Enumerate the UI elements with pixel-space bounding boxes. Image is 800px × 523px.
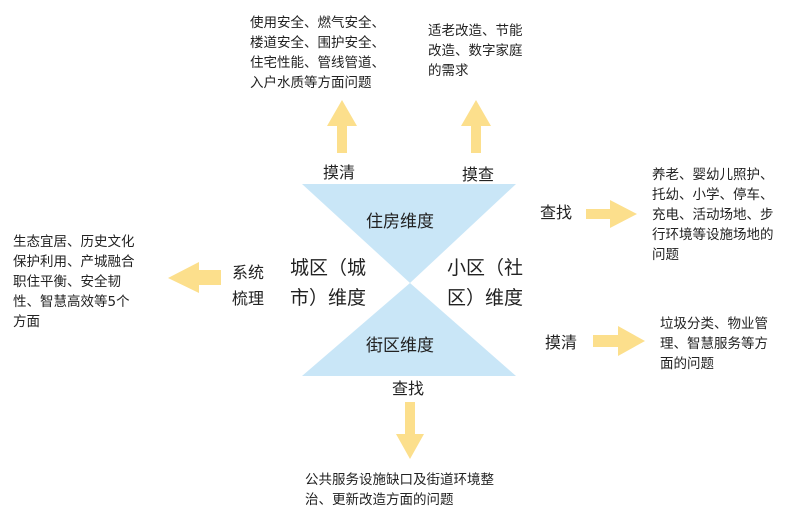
box-top-right-text: 适老改造、节能 改造、数字家庭 的需求 [428, 23, 523, 79]
top-triangle-label: 住房维度 [366, 212, 434, 232]
box-right-top-text: 养老、婴幼儿照护、 托幼、小学、停车、 充电、活动场地、步 行环境等设施场地的 … [652, 167, 774, 263]
hourglass-bottom-triangle [302, 283, 516, 376]
connector-right-bottom-label: 摸清 [545, 333, 578, 352]
right-arrow-top-icon [586, 200, 637, 228]
box-right-bottom-text: 垃圾分类、物业管 理、智慧服务等方 面的问题 [660, 316, 768, 372]
box-bottom-text: 公共服务设施缺口及街道环境整 治、更新改造方面的问题 [305, 472, 494, 508]
up-arrow-right-icon [461, 100, 491, 153]
connector-right-top-label: 查找 [540, 203, 573, 222]
right-dimension-label: 小区（社 区）维度 [447, 257, 524, 309]
connector-top-right-label: 摸查 [462, 165, 495, 184]
box-left-text: 生态宜居、历史文化 保护利用、产城融合 职住平衡、安全韧 性、智慧高效等5个 方… [13, 234, 135, 330]
box-top-left-text: 使用安全、燃气安全、 楼道安全、围护安全、 住宅性能、管线管道、 入户水质等方面… [250, 15, 385, 91]
down-arrow-icon [396, 402, 424, 459]
bottom-triangle-label: 街区维度 [366, 336, 434, 356]
connector-bottom-label: 查找 [392, 379, 425, 398]
left-dimension-label: 城区（城 市）维度 [290, 257, 367, 309]
right-arrow-bottom-icon [593, 326, 645, 356]
hourglass-top-triangle [302, 184, 516, 283]
left-arrow-icon [168, 262, 221, 293]
connector-top-left-label: 摸清 [323, 163, 356, 182]
connector-left-label: 系统 梳理 [232, 263, 265, 308]
up-arrow-left-icon [327, 100, 357, 153]
